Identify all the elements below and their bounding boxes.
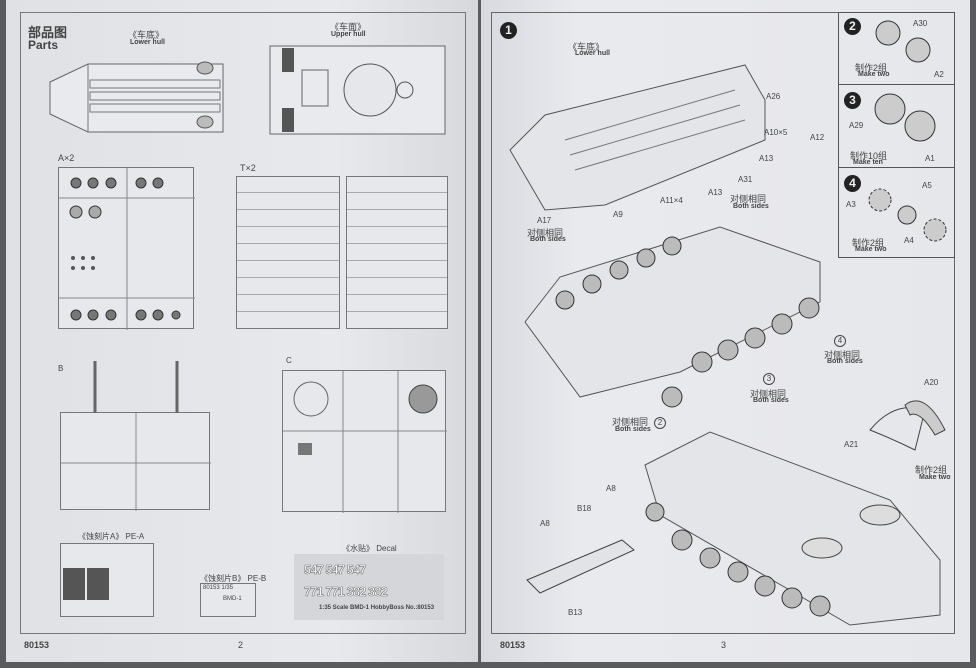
- part-label-a21: A21: [844, 440, 859, 449]
- part-label-a2: A2: [934, 70, 944, 79]
- final-hull-drawing: [644, 431, 941, 626]
- decal-382-1: 382: [346, 584, 366, 600]
- part-label-a8-1: A8: [540, 519, 550, 528]
- part-label-a20: A20: [924, 378, 939, 387]
- part-label-a4: A4: [904, 236, 914, 245]
- step3-en: Make ten: [853, 159, 883, 166]
- part-label-a30: A30: [913, 19, 928, 28]
- part-label-a3: A3: [846, 200, 856, 209]
- sprue-b-label: B: [58, 364, 64, 373]
- sprue-c-label: C: [286, 356, 292, 365]
- step1-hull-drawing: [509, 64, 766, 211]
- both-sides-en-1: Both sides: [530, 236, 566, 243]
- step2-cn: 制作2组: [855, 63, 888, 73]
- decal-547-1: 547: [304, 562, 324, 578]
- step-4-badge: 4: [844, 175, 861, 192]
- part-label-a13: A13: [759, 154, 774, 163]
- make-two-en: Make two: [919, 474, 951, 481]
- part-label-a13-2: A13: [708, 188, 723, 197]
- sprue-t-label: T×2: [240, 163, 256, 173]
- lower-hull-en: Lower hull: [130, 39, 165, 46]
- sprue-b: [60, 361, 211, 511]
- upper-hull-drawing: [269, 45, 446, 135]
- decal-547-3: 547: [346, 562, 366, 578]
- part-label-a11: A11×4: [660, 196, 683, 205]
- both-sides-en-5: Both sides: [615, 426, 651, 433]
- decal-771-1: 771: [304, 584, 324, 600]
- sprue-a: [58, 167, 195, 330]
- upper-hull-cn: 《车面》: [330, 22, 367, 32]
- step-3-badge: 3: [844, 92, 861, 109]
- callout-4: 4: [834, 335, 846, 347]
- sprue-c: [282, 370, 447, 513]
- decal-771-2: 771: [325, 584, 345, 600]
- decal-382-2: 382: [367, 584, 388, 600]
- step2-en: Make two: [858, 71, 890, 78]
- left-page-frame: [20, 12, 466, 634]
- part-label-b13: B13: [568, 608, 583, 617]
- step1-lower-hull-cn: 《车底》: [568, 42, 605, 52]
- step4-en: Make two: [855, 246, 887, 253]
- pe-a-fret: [60, 543, 154, 617]
- make-two-cn: 制作2组: [915, 465, 948, 475]
- lower-hull-cn: 《车底》: [128, 30, 165, 40]
- right-page-number: 3: [721, 640, 727, 650]
- step-1-badge: 1: [500, 22, 517, 39]
- step2-wheels: [875, 20, 931, 63]
- sprue-t-1: [236, 176, 340, 329]
- step3-cn: 制作10组: [850, 151, 888, 161]
- step3-wheels: [874, 93, 936, 142]
- decal-sheet: 547 547 547 771 771 382 382 1:35 Scale B…: [294, 554, 444, 620]
- part-label-a17: A17: [537, 216, 552, 225]
- part-label-a29: A29: [849, 121, 864, 130]
- step4-cn: 制作2组: [852, 238, 885, 248]
- both-sides-cn-5: 对侧相同: [612, 417, 649, 427]
- step1-lower-hull-en: Lower hull: [575, 50, 610, 57]
- part-label-a31: A31: [738, 175, 753, 184]
- both-sides-cn-4: 对侧相同: [750, 389, 787, 399]
- part-label-a10: A10×5: [764, 128, 788, 137]
- upper-hull-en: Upper hull: [331, 31, 366, 38]
- lower-hull-drawing: [49, 61, 224, 133]
- sprue-a-label: A×2: [58, 153, 75, 163]
- callout-2: 2: [654, 417, 666, 429]
- step-2-badge: 2: [844, 18, 861, 35]
- left-page-number: 2: [238, 640, 244, 650]
- both-sides-cn-1: 对侧相同: [527, 228, 564, 238]
- pe-b-text: 80153 1/35: [203, 585, 234, 591]
- part-label-b18: B18: [577, 504, 592, 513]
- pe-b-label: 《蚀刻片B》 PE-B: [200, 574, 267, 583]
- right-page-frame: [491, 12, 955, 634]
- pe-b-fret: 80153 1/35 BMD-1: [200, 583, 256, 617]
- sprue-t-2: [346, 176, 448, 329]
- part-label-a1: A1: [925, 154, 935, 163]
- both-sides-en-4: Both sides: [753, 397, 789, 404]
- parts-heading-en: Parts: [28, 38, 59, 52]
- left-footer-code: 80153: [24, 640, 50, 650]
- pe-b-name: BMD-1: [223, 596, 242, 602]
- part-label-a26: A26: [766, 92, 781, 101]
- step4-sprocket: [868, 188, 947, 242]
- callout-3: 3: [763, 373, 775, 385]
- substeps-panel: [838, 12, 955, 258]
- both-sides-cn-3: 对侧相同: [824, 350, 861, 360]
- hull-with-wheels-drawing: [524, 226, 821, 408]
- part-label-a5: A5: [922, 181, 932, 190]
- part-label-a8-2: A8: [606, 484, 616, 493]
- decal-caption: 1:35 Scale BMD-1 HobbyBoss No.:80153: [319, 605, 435, 611]
- decal-547-2: 547: [325, 562, 345, 578]
- part-label-a12: A12: [810, 133, 825, 142]
- decal-title: 《水贴》 Decal: [342, 544, 397, 553]
- right-footer-code: 80153: [500, 640, 526, 650]
- part-label-a9: A9: [613, 210, 623, 219]
- rear-plate-drawing: [526, 539, 635, 594]
- pe-a-label: 《蚀刻片A》 PE-A: [78, 532, 145, 541]
- parts-heading-cn: 部品图: [28, 25, 68, 40]
- both-sides-en-3: Both sides: [827, 358, 863, 365]
- both-sides-cn-2: 对侧相同: [730, 194, 767, 204]
- both-sides-en-2: Both sides: [733, 203, 769, 210]
- fender-parts-drawing: [869, 400, 946, 451]
